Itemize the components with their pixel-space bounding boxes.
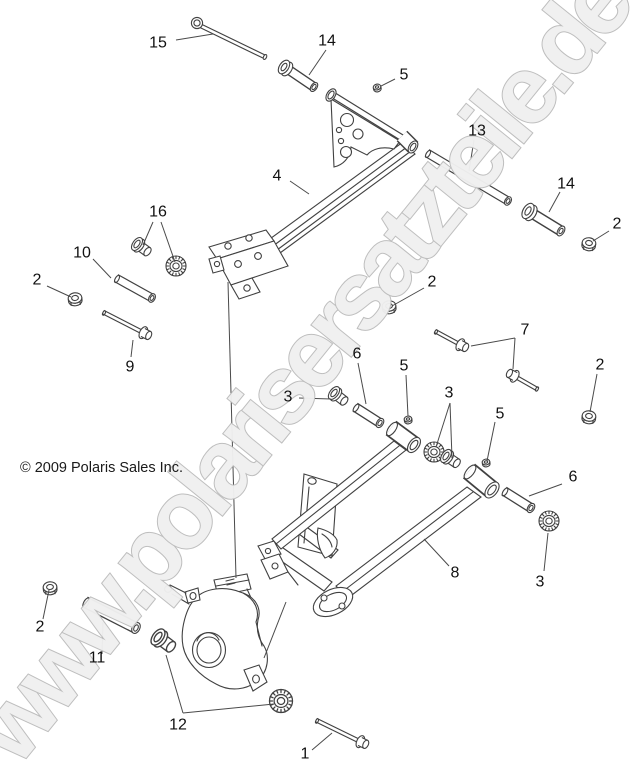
part-spacer-14-top [277, 59, 319, 93]
leader-line-2 [592, 230, 610, 242]
leader-line-5 [486, 421, 496, 462]
callout-14: 14 [557, 176, 575, 193]
part-spacer-11 [82, 596, 141, 634]
leader-lines-layer [42, 33, 610, 751]
leader-line-14 [308, 49, 327, 76]
callout-5: 5 [400, 67, 409, 84]
leader-line-12 [182, 703, 275, 714]
part-nut-2-right [580, 409, 597, 426]
leader-line-7 [470, 337, 516, 347]
part-bushing-16-flanged [128, 234, 155, 260]
leader-line-3 [449, 402, 453, 459]
leader-line-7 [512, 337, 516, 370]
part-spacer-6-right [501, 486, 536, 514]
part-bolt-7-upper [433, 328, 472, 355]
callout-1: 1 [301, 746, 310, 763]
leader-line-3 [298, 397, 332, 400]
callout-2: 2 [36, 619, 45, 636]
callout-3: 3 [284, 389, 293, 406]
part-upper-a-arm-4 [208, 88, 419, 300]
part-bolt-15 [190, 16, 268, 60]
part-bushing-12-splined [268, 688, 294, 714]
leader-line-2 [46, 285, 72, 298]
copyright-text: © 2009 Polaris Sales Inc. [20, 460, 183, 476]
leader-line-2 [42, 589, 50, 620]
part-shaft-13 [424, 149, 513, 206]
leader-line-13 [468, 139, 475, 172]
part-bushing-16-splined [165, 255, 187, 277]
callout-12: 12 [169, 717, 187, 734]
callout-8: 8 [451, 565, 460, 582]
leader-line-3 [543, 532, 549, 572]
leader-line-4 [289, 180, 310, 195]
callout-3: 3 [445, 385, 454, 402]
callout-2: 2 [428, 274, 437, 291]
callout-2: 2 [596, 357, 605, 374]
part-nut-5-right [481, 458, 491, 468]
leader-line-1 [311, 732, 333, 751]
leader-line-9 [130, 339, 134, 358]
leader-line-10 [92, 258, 112, 279]
leader-line-15 [175, 33, 214, 41]
callout-6: 6 [353, 346, 362, 363]
leader-line-5 [405, 374, 409, 417]
leader-line-2 [589, 373, 598, 413]
part-spacer-6-left [352, 402, 385, 429]
assembly-line [263, 601, 287, 659]
part-trailing-arm-8 [257, 420, 500, 618]
callout-3: 3 [536, 574, 545, 591]
callout-9: 9 [126, 359, 135, 376]
leader-line-16 [142, 221, 154, 246]
callout-15: 15 [149, 35, 167, 52]
part-nut-5-top [372, 82, 383, 94]
part-nut-2-left [67, 291, 84, 308]
callout-7: 7 [521, 322, 530, 339]
leader-line-11 [101, 621, 104, 655]
leader-line-2 [391, 287, 425, 307]
callout-16: 16 [149, 204, 167, 221]
part-spacer-14-right [521, 202, 566, 237]
callout-2: 2 [613, 216, 622, 233]
leader-line-6 [357, 362, 367, 405]
leader-line-16 [160, 221, 176, 263]
leader-line-14 [548, 191, 561, 213]
assembly-line [227, 281, 237, 579]
callout-6: 6 [569, 469, 578, 486]
callout-5: 5 [400, 358, 409, 375]
callout-5: 5 [496, 406, 505, 423]
part-knuckle [164, 573, 268, 692]
callout-2: 2 [33, 272, 42, 289]
callout-14: 14 [318, 33, 336, 50]
part-bushing-3-splined-right [538, 510, 560, 532]
part-bolt-7-lower [503, 365, 540, 392]
part-nut-5-mid [403, 415, 413, 425]
parts-layer [42, 16, 598, 752]
part-spacer-10 [113, 274, 156, 303]
callout-labels-layer: 15 14 5 13 14 2 4 16 10 2 9 2 7 6 5 3 3 5 2 6 3 8 2 11 12 1 [33, 33, 622, 763]
leader-line-6 [528, 483, 563, 497]
callout-11: 11 [89, 650, 106, 667]
callout-4: 4 [273, 168, 282, 185]
leader-line-12 [165, 654, 184, 714]
part-bolt-1 [314, 717, 372, 752]
part-bolt-9 [101, 309, 155, 343]
leader-line-5 [380, 78, 396, 87]
leader-line-8 [423, 538, 450, 567]
leader-line-3 [435, 402, 451, 448]
part-nut-2-topright [580, 236, 598, 253]
callout-13: 13 [468, 123, 486, 140]
callout-10: 10 [73, 245, 91, 262]
